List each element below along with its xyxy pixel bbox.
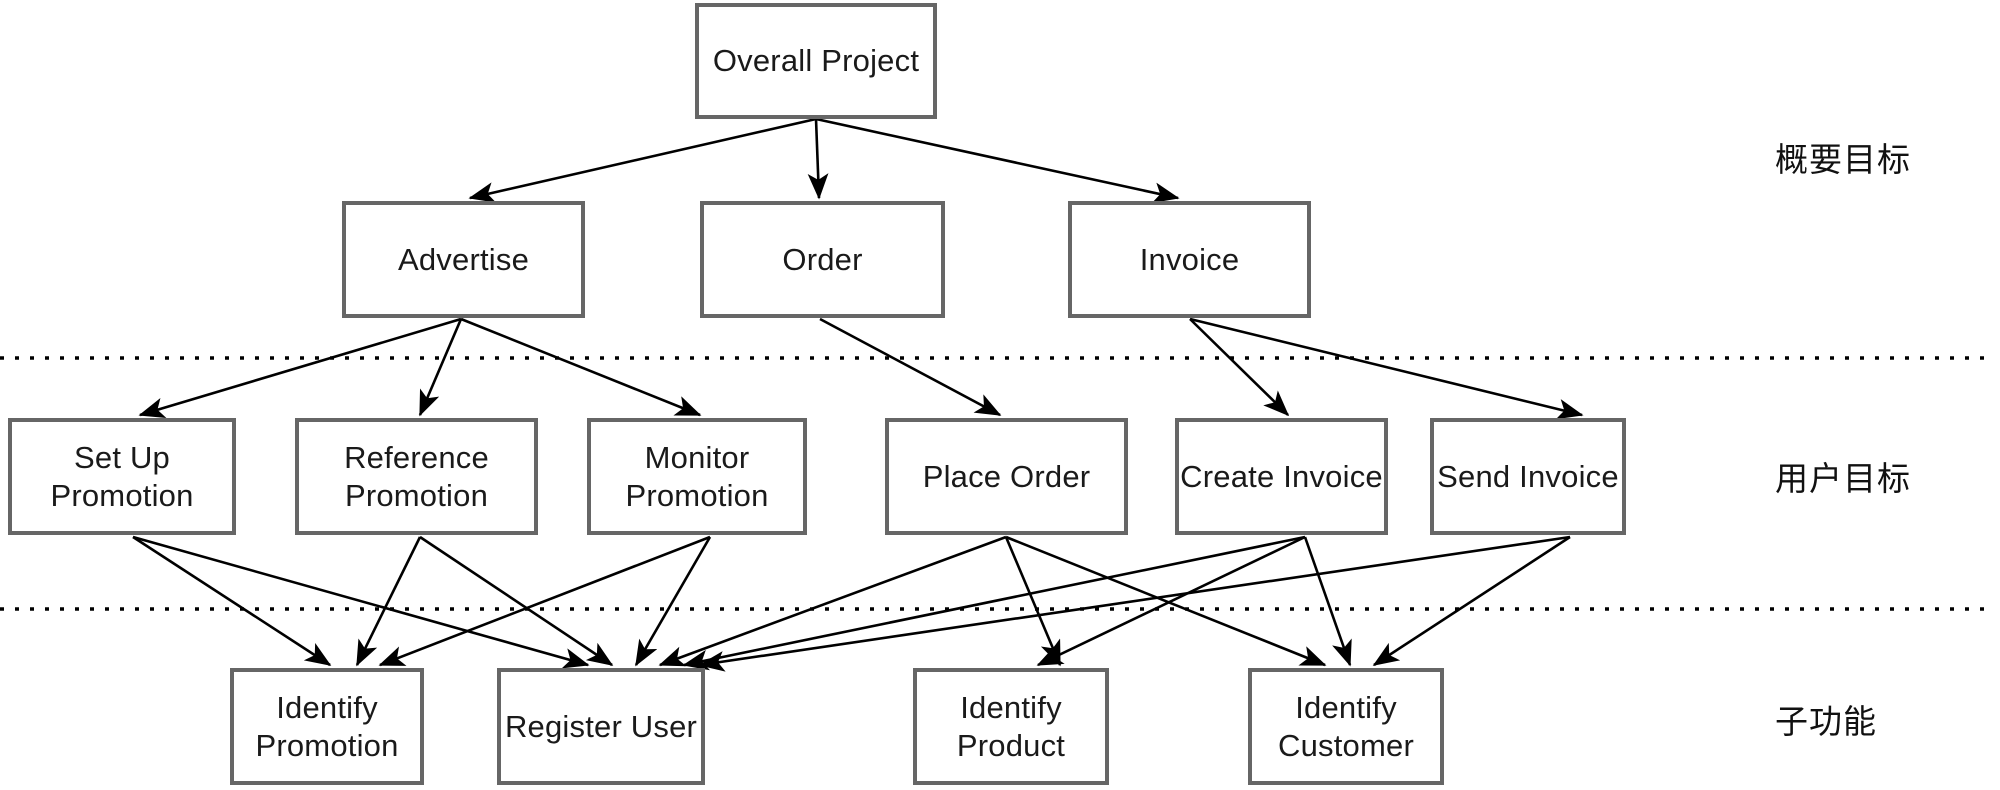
edge-create-invoice-to-identify-customer [1303, 536, 1352, 667]
edge-connectors [132, 117, 1584, 672]
edge-reference-promotion-to-identify-promotion [355, 536, 422, 667]
node-create-invoice[interactable]: Create Invoice [1175, 418, 1388, 535]
node-advertise[interactable]: Advertise [342, 201, 585, 318]
node-set-up-promotion[interactable]: Set Up Promotion [8, 418, 236, 535]
edge-invoice-to-send-invoice [1189, 317, 1584, 420]
lane-label-user-goal: 用户目标 [1775, 460, 1911, 497]
edge-order-to-place-order [819, 317, 1002, 417]
node-overall-project[interactable]: Overall Project [695, 3, 937, 119]
edge-advertise-to-reference-promotion [418, 318, 463, 417]
edge-place-order-to-identify-product [1004, 536, 1062, 667]
edge-overall-project-to-order [807, 118, 829, 200]
edge-overall-project-to-advertise [468, 117, 817, 203]
lane-label-summary: 概要目标 [1775, 141, 1911, 178]
edge-create-invoice-to-identify-product [1036, 535, 1306, 667]
edge-reference-promotion-to-register-user [419, 535, 614, 667]
edge-advertise-to-monitor-promotion [460, 317, 702, 417]
edge-create-invoice-to-register-user [682, 535, 1306, 671]
node-send-invoice[interactable]: Send Invoice [1430, 418, 1626, 535]
edge-overall-project-to-invoice [815, 117, 1180, 203]
node-identify-customer[interactable]: Identify Customer [1248, 668, 1444, 785]
node-identify-promotion[interactable]: Identify Promotion [230, 668, 424, 785]
edge-invoice-to-create-invoice [1189, 318, 1290, 417]
node-invoice[interactable]: Invoice [1068, 201, 1311, 318]
edge-set-up-promotion-to-register-user [132, 535, 590, 669]
edge-monitor-promotion-to-identify-promotion [378, 535, 711, 667]
edge-place-order-to-register-user [658, 535, 1007, 667]
node-monitor-promotion[interactable]: Monitor Promotion [587, 418, 807, 535]
lane-label-subfunction: 子功能 [1775, 703, 1877, 740]
node-order[interactable]: Order [700, 201, 945, 318]
edge-place-order-to-identify-customer [1005, 535, 1327, 667]
node-identify-product[interactable]: Identify Product [913, 668, 1109, 785]
node-place-order[interactable]: Place Order [885, 418, 1128, 535]
edge-send-invoice-to-identify-customer [1372, 535, 1571, 667]
edge-monitor-promotion-to-register-user [634, 536, 712, 667]
node-register-user[interactable]: Register User [497, 668, 705, 785]
edge-send-invoice-to-register-user [698, 535, 1571, 672]
edge-advertise-to-set-up-promotion [138, 317, 462, 418]
node-reference-promotion[interactable]: Reference Promotion [295, 418, 538, 535]
edge-set-up-promotion-to-identify-promotion [132, 535, 332, 667]
